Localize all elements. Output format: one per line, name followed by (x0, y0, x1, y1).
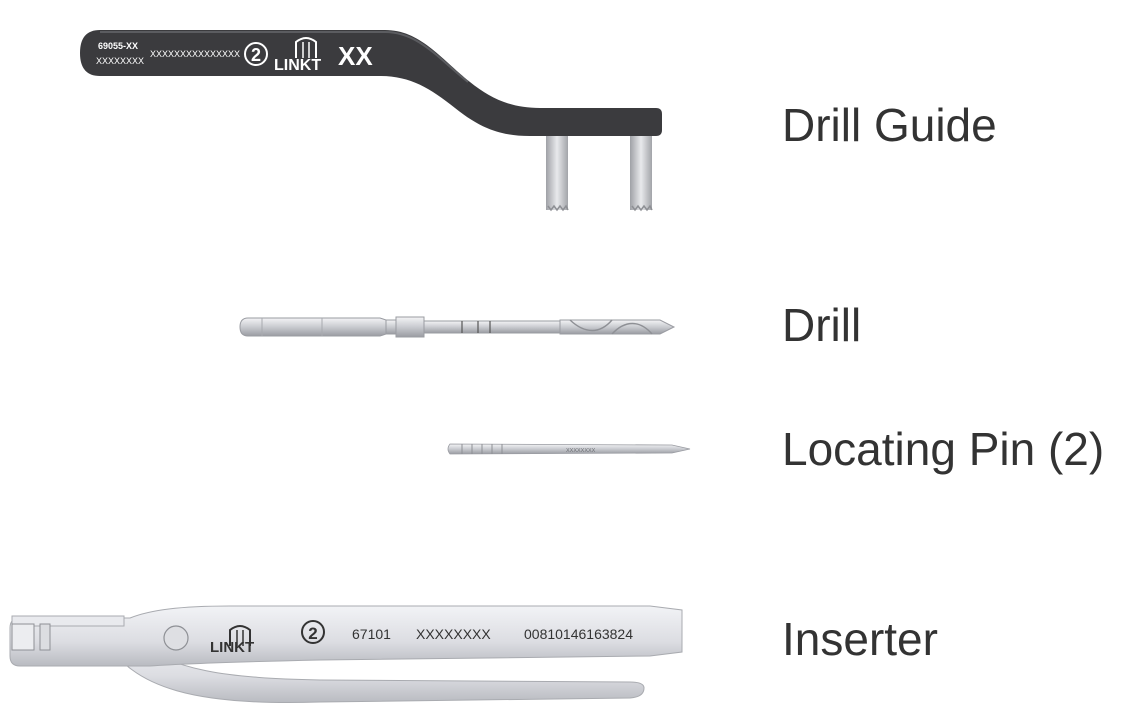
inserter-circle-number: 2 (308, 624, 317, 643)
inserter-upper-arm (9, 605, 683, 667)
inserter-brand: LINKT (210, 639, 254, 656)
inserter-single-use-circle-icon (301, 620, 325, 644)
guide-circle-number: 2 (251, 45, 261, 65)
drill-flute (559, 319, 676, 335)
guide-logo-shield-icon (295, 37, 317, 58)
guide-part-number: 69055-XX (98, 41, 138, 51)
inserter-lower-arm (103, 635, 645, 704)
guide-size: XX (338, 41, 373, 71)
inserter-pivot (163, 625, 189, 651)
inserter: LINKT 2 67101 XXXXXXXX 00810146163824 (9, 605, 683, 704)
inserter-part-number: 67101 (352, 626, 391, 642)
guide-leg-right (630, 130, 652, 210)
guide-brand: LINKT (274, 57, 321, 74)
drill (239, 316, 676, 338)
label-drill: Drill (782, 299, 862, 351)
locating-pin: XXXXXXXX (447, 443, 691, 455)
label-inserter: Inserter (782, 613, 938, 665)
inserter-lot: XXXXXXXX (416, 626, 491, 642)
inserter-barcode-number: 00810146163824 (524, 626, 633, 642)
guide-serial: XXXXXXXXXXXXXXX (150, 49, 240, 59)
guide-leg-left (546, 130, 568, 210)
drill-shaft (423, 320, 561, 334)
pin-marking: XXXXXXXX (566, 448, 596, 454)
guide-lot: XXXXXXXX (96, 56, 144, 66)
drill-guide: 69055-XX XXXXXXXX XXXXXXXXXXXXXXX 2 LINK… (80, 30, 662, 212)
inserter-logo-shield-icon (229, 625, 251, 646)
label-locating-pin: Locating Pin (2) (782, 423, 1105, 475)
pin-body (447, 443, 691, 455)
guide-single-use-circle-icon (244, 42, 268, 66)
guide-body (80, 30, 662, 136)
inserter-jaw (11, 623, 35, 651)
drill-shank (239, 317, 387, 337)
label-drill-guide: Drill Guide (782, 99, 997, 151)
